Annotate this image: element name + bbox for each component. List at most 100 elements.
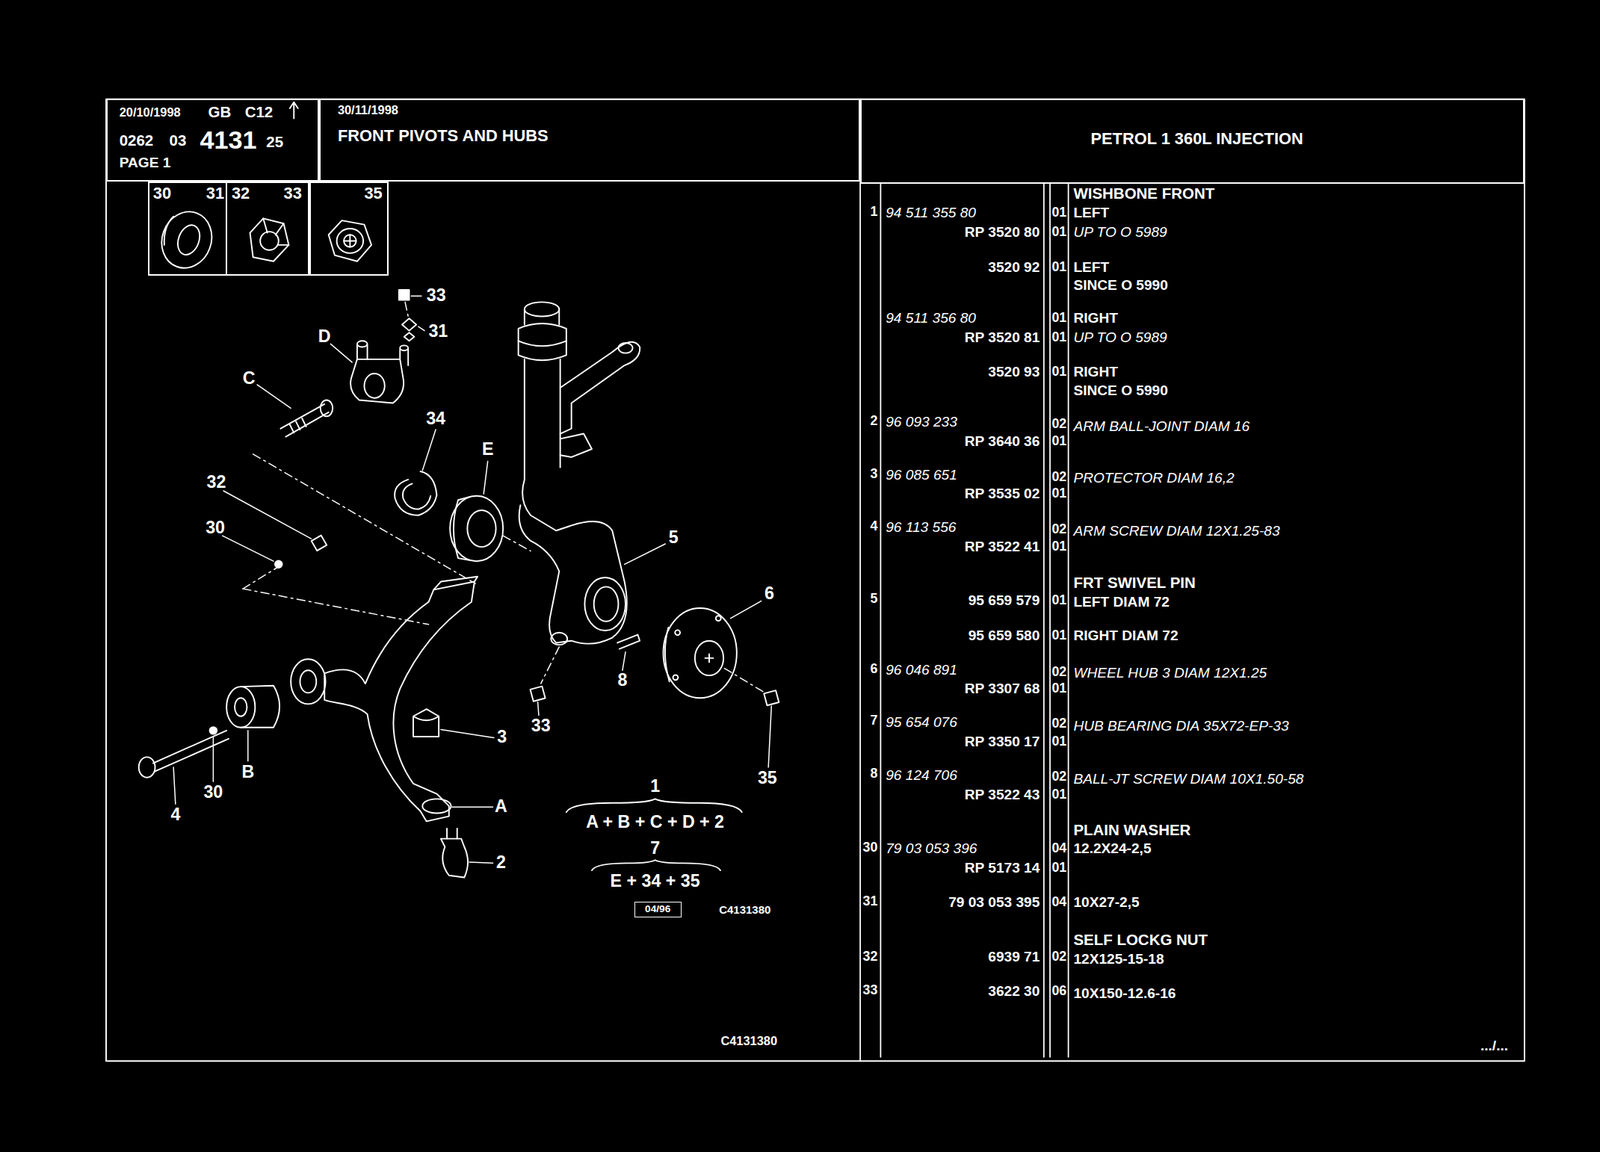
centre-line	[502, 535, 531, 551]
hub-drawing	[617, 635, 640, 650]
centre-line	[242, 301, 764, 693]
quantity: 04	[1051, 896, 1067, 911]
part-symbol	[164, 216, 174, 246]
header-text: 25	[266, 133, 284, 149]
leader-line	[452, 807, 494, 809]
header-text: C12	[245, 104, 274, 120]
leader-line	[223, 490, 311, 539]
fastener-symbol	[209, 289, 780, 735]
quantity: 01	[1051, 629, 1067, 643]
part-number: 6939 71	[987, 949, 1040, 965]
brace	[566, 798, 743, 813]
callout-number: 31	[206, 185, 225, 202]
part-number: 3622 30	[987, 984, 1040, 1000]
illustration	[106, 99, 1525, 1062]
bearing-drawing	[453, 496, 470, 561]
leader-line	[768, 706, 772, 768]
leader-line	[330, 343, 352, 363]
centre-line	[242, 567, 278, 589]
callout-number: 7	[650, 839, 660, 858]
quantity: 01	[1051, 788, 1067, 802]
strut-drawing	[560, 342, 641, 435]
callout-number: 2	[496, 854, 506, 873]
item-number: 32	[863, 950, 879, 965]
item-number: 4	[869, 520, 878, 534]
item-number: 31	[863, 895, 879, 909]
description: SINCE O 5990	[1073, 278, 1168, 293]
description: LEFT	[1073, 260, 1110, 275]
bearing-drawing	[394, 471, 437, 516]
frame-line	[106, 99, 1525, 1062]
centre-line	[405, 301, 409, 317]
part-symbol	[343, 234, 356, 247]
fastener-symbol	[209, 727, 218, 735]
drawing-reference: C4131380	[718, 904, 771, 916]
description: 10X150-12.6-16	[1073, 986, 1176, 1001]
description: SINCE O 5990	[1073, 383, 1168, 398]
table-rule	[860, 99, 1069, 1062]
strut-drawing	[524, 301, 559, 317]
fastener-symbol	[402, 318, 417, 331]
callout-number: 33	[283, 185, 302, 202]
quantity: 02	[1051, 718, 1067, 732]
hub-drawing	[705, 653, 714, 663]
part-symbol	[153, 204, 220, 276]
part-number: 95 654 076	[885, 715, 958, 730]
hub-drawing	[663, 608, 737, 698]
header-text: 20/10/1998	[119, 106, 181, 119]
quantity: 02	[1051, 470, 1067, 485]
part-symbol	[153, 204, 372, 276]
leader-line	[440, 729, 494, 738]
hub-drawing	[617, 608, 737, 698]
quantity: 01	[1051, 540, 1067, 554]
callout-number: 33	[531, 718, 551, 736]
callout-number: 30	[203, 783, 223, 802]
centre-line	[253, 454, 477, 584]
leader-line	[222, 535, 274, 562]
part-number: 79 03 053 396	[885, 841, 977, 856]
part-number: 3520 92	[987, 260, 1040, 275]
link-drawing	[399, 345, 409, 351]
part-number: 95 659 580	[968, 628, 1041, 643]
wishbone-drawing	[324, 582, 475, 823]
link-drawing	[280, 340, 409, 437]
callout-number: 3	[496, 729, 507, 747]
leader-line	[469, 862, 493, 864]
symbol-box: 35	[309, 181, 390, 276]
item-number: 7	[869, 714, 878, 728]
callout-number: E	[482, 441, 494, 459]
description: LEFT DIAM 72	[1073, 594, 1169, 610]
swivel-pin-drawing	[550, 632, 568, 645]
leader-line	[422, 429, 436, 471]
strut-drawing	[518, 340, 567, 347]
callout-number: 6	[764, 585, 775, 603]
strut-drawing	[524, 359, 561, 480]
description: RIGHT	[1073, 310, 1118, 326]
callout-number: 33	[426, 286, 447, 305]
strut-drawing	[524, 309, 559, 325]
part-number: RP 3522 43	[964, 787, 1041, 802]
leader-line	[173, 767, 176, 805]
leader-line	[622, 652, 626, 672]
link-drawing	[350, 359, 404, 404]
description: WHEEL HUB 3 DIAM 12X1.25	[1073, 666, 1267, 681]
table-rule	[860, 99, 1069, 1062]
part-number: 96 113 556	[885, 520, 956, 535]
swivel-pin-drawing	[584, 577, 626, 631]
wishbone-drawing	[433, 576, 478, 591]
quantity: 02	[1051, 417, 1067, 432]
continuation-mark: .../...	[1480, 1038, 1509, 1053]
hub-drawing	[665, 627, 670, 682]
part-number: 3520 93	[987, 365, 1040, 380]
fastener-symbol	[399, 289, 410, 301]
leader-line	[730, 600, 762, 619]
hub-drawing	[673, 674, 679, 681]
callout-number: C	[242, 369, 256, 388]
part-symbol	[328, 220, 372, 262]
part-number: RP 3640 36	[964, 434, 1041, 450]
strut-drawing	[560, 434, 592, 458]
quantity: 02	[1051, 523, 1067, 537]
swivel-pin-drawing	[594, 586, 619, 622]
callout-number: 30	[205, 520, 225, 538]
